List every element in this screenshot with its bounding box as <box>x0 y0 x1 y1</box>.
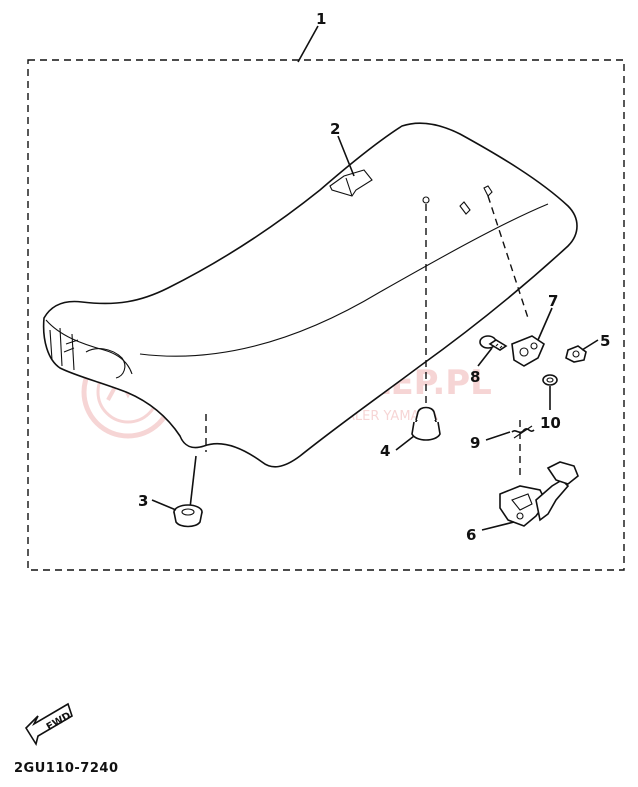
part-label-4: 4 <box>380 442 390 460</box>
part-4-damper <box>411 406 441 441</box>
fwd-arrow-icon: FWD <box>24 702 73 747</box>
part-8-bolt <box>479 335 508 351</box>
leader-2 <box>337 135 355 177</box>
leader-lines <box>151 25 599 531</box>
part-label-9: 9 <box>470 434 480 452</box>
assembly-lines <box>205 195 529 480</box>
part-10-washer <box>542 374 558 386</box>
part-label-3: 3 <box>138 492 148 510</box>
part-label-10: 10 <box>540 414 561 432</box>
part-label-1: 1 <box>316 10 326 28</box>
part-6-seat-lock <box>499 461 579 527</box>
part-label-5: 5 <box>600 332 610 350</box>
fwd-label: FWD <box>45 710 73 733</box>
assembly-boundary <box>27 59 625 571</box>
part-label-7: 7 <box>548 292 558 310</box>
part-7-plate <box>511 335 545 367</box>
part-3-damper <box>173 455 203 528</box>
part-label-6: 6 <box>466 526 476 544</box>
part-5-nut <box>565 345 587 363</box>
part-label-2: 2 <box>330 120 340 138</box>
part-9-spring <box>511 425 535 439</box>
part-label-8: 8 <box>470 368 480 386</box>
seat <box>42 122 578 468</box>
part-labels: 1 2 3 4 5 6 7 8 9 10 <box>138 10 610 544</box>
catalog-code: 2GU110-7240 <box>14 761 119 776</box>
